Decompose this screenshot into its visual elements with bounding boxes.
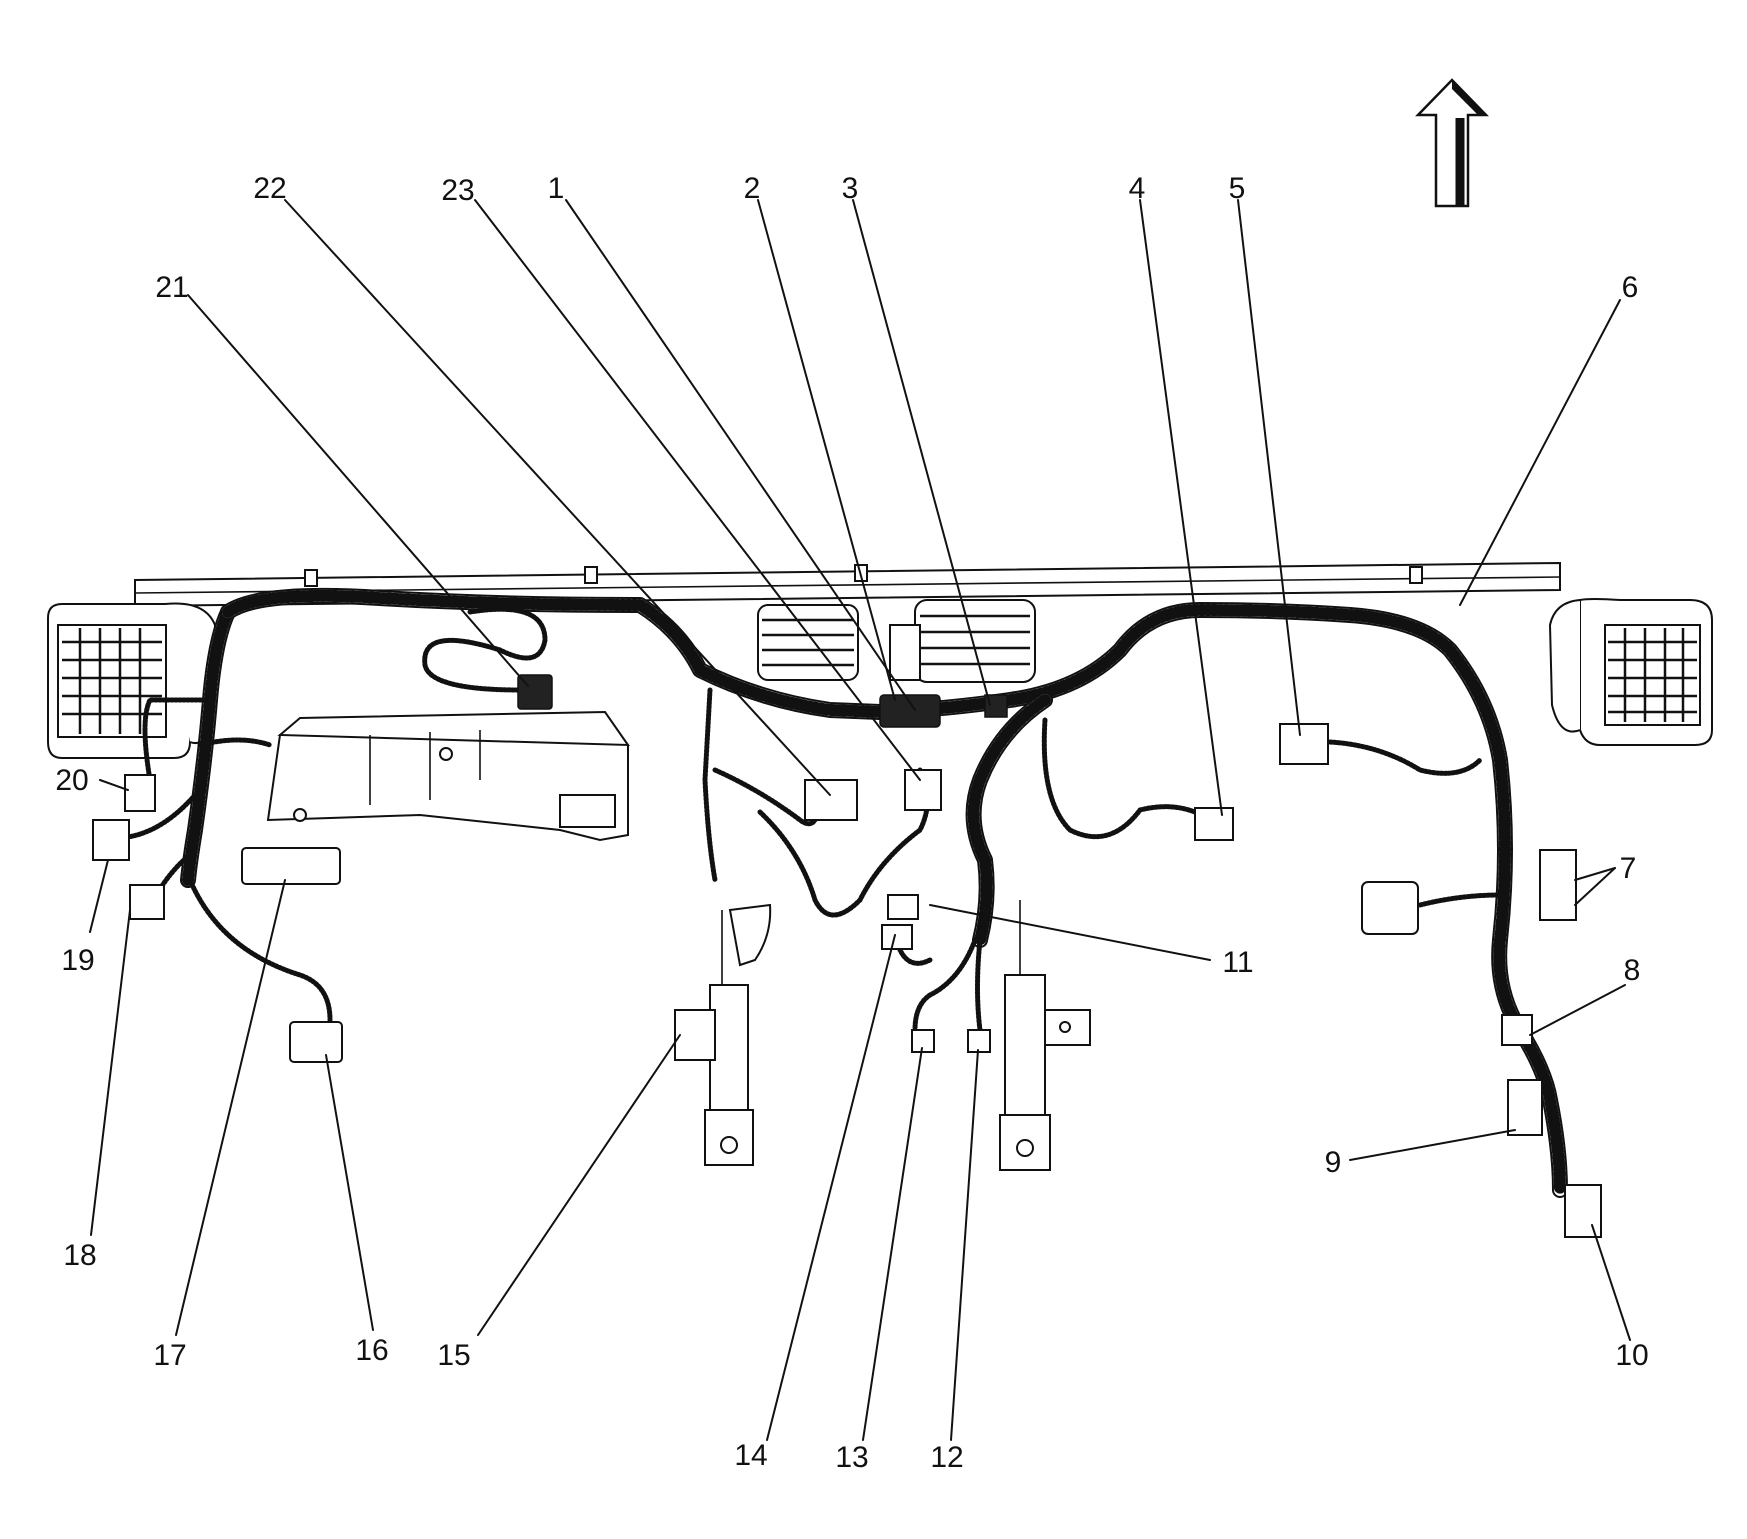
callout-21: 21 — [155, 271, 188, 304]
callout-2: 2 — [744, 172, 761, 205]
instrument-cluster-housing — [266, 710, 630, 842]
callout-8: 8 — [1624, 954, 1641, 987]
callout-14: 14 — [734, 1439, 767, 1472]
callout-13: 13 — [835, 1441, 868, 1474]
steering-column-bracket — [704, 903, 772, 1166]
callout-10: 10 — [1615, 1339, 1648, 1372]
center-support-bracket — [999, 900, 1091, 1171]
center-air-vents — [757, 599, 1036, 683]
callout-15: 15 — [437, 1339, 470, 1372]
left-air-vent — [47, 602, 216, 759]
callout-1: 1 — [548, 172, 565, 205]
callout-20: 20 — [55, 764, 88, 797]
connectors — [92, 674, 1602, 1238]
callout-22: 22 — [253, 172, 286, 205]
callout-5: 5 — [1229, 172, 1246, 205]
callout-16: 16 — [355, 1334, 388, 1367]
callout-6: 6 — [1622, 271, 1639, 304]
callout-23: 23 — [441, 174, 474, 207]
main-wiring-harness — [180, 587, 1568, 1198]
callout-9: 9 — [1325, 1146, 1342, 1179]
callout-18: 18 — [63, 1239, 96, 1272]
callout-7: 7 — [1620, 852, 1637, 885]
callout-labels: 1 2 3 4 5 6 7 8 9 10 11 12 13 14 15 16 1… — [55, 172, 1648, 1474]
leader-lines — [89, 199, 1631, 1441]
callout-3: 3 — [842, 172, 859, 205]
callout-11: 11 — [1222, 946, 1253, 979]
callout-19: 19 — [61, 944, 94, 977]
callout-17: 17 — [153, 1339, 186, 1372]
callout-12: 12 — [930, 1441, 963, 1474]
up-arrow-icon — [1415, 78, 1489, 208]
right-air-vent — [1548, 598, 1713, 746]
callout-4: 4 — [1129, 172, 1146, 205]
